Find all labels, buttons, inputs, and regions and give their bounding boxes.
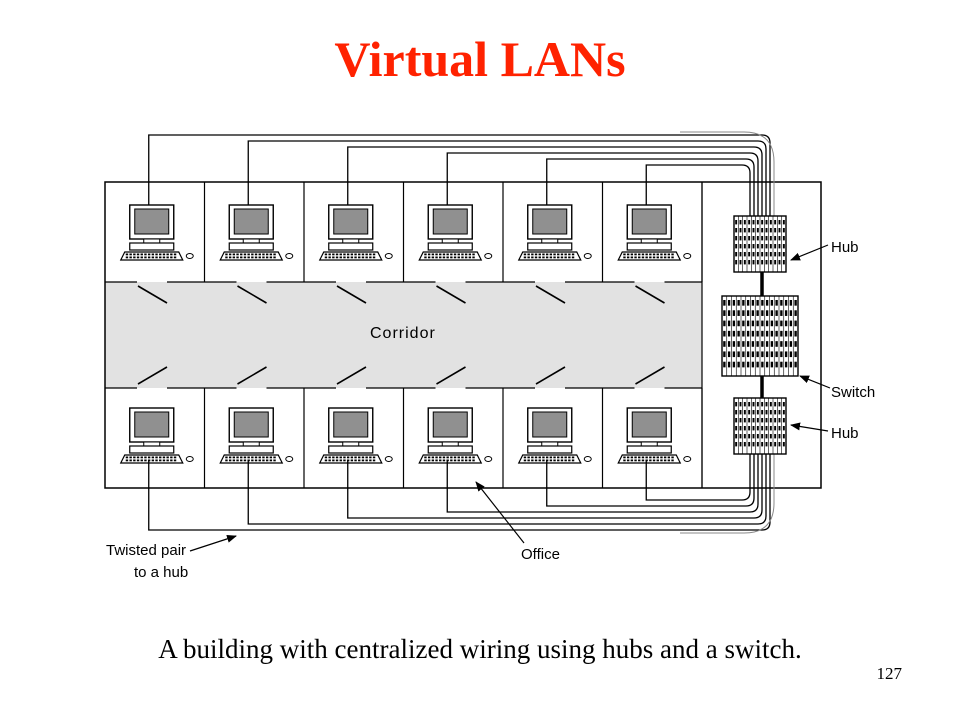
cable-top-6 — [645, 164, 751, 218]
bundle-sheath-top — [680, 131, 775, 218]
twisted-pair-arrow — [189, 534, 237, 552]
door — [635, 366, 665, 385]
hub-top — [733, 215, 787, 273]
computer-icon — [318, 407, 393, 464]
corridor-label: Corridor — [370, 325, 436, 342]
twisted-pair-cables — [148, 131, 775, 534]
computer-icon — [617, 407, 692, 464]
twisted-pair-label-line1: Twisted pair — [106, 542, 186, 559]
door — [535, 285, 566, 304]
cable-top-5 — [546, 158, 755, 218]
computer-icon — [517, 407, 592, 464]
computer-icon — [219, 204, 294, 261]
computer-icon — [119, 407, 194, 464]
cable-bottom-3 — [347, 452, 763, 519]
cable-top-2 — [247, 140, 767, 218]
slide-title: Virtual LANs — [334, 31, 626, 87]
door — [237, 285, 267, 304]
switch-device — [721, 295, 799, 377]
door — [436, 366, 466, 385]
corridor-area — [105, 282, 702, 388]
switch-label: Switch — [831, 384, 875, 401]
door — [336, 366, 367, 385]
twisted-pair-label-line2: to a hub — [134, 564, 188, 581]
hub-bottom — [733, 397, 787, 455]
slide-caption: A building with centralized wiring using… — [158, 634, 802, 664]
cable-bottom-4 — [446, 452, 759, 513]
hub-top-arrow — [790, 244, 829, 261]
cable-top-4 — [446, 152, 759, 218]
cable-bottom-2 — [247, 452, 767, 525]
office-computers — [119, 204, 692, 464]
office-rooms — [105, 182, 703, 488]
computer-icon — [119, 204, 194, 261]
cable-top-1 — [148, 134, 771, 218]
computer-icon — [318, 204, 393, 261]
building-outline — [104, 181, 822, 489]
cable-bottom-6 — [645, 452, 751, 501]
door — [137, 366, 168, 385]
door — [535, 366, 566, 385]
computer-icon — [418, 407, 493, 464]
computer-icon — [219, 407, 294, 464]
hub-top-label: Hub — [831, 239, 859, 256]
door — [635, 285, 665, 304]
cable-bottom-5 — [546, 452, 755, 507]
office-doors — [137, 285, 665, 385]
page-number: 127 — [876, 664, 903, 683]
bundle-sheath-bottom — [680, 452, 775, 534]
computer-icon — [418, 204, 493, 261]
computer-icon — [517, 204, 592, 261]
office-label: Office — [521, 546, 560, 563]
door — [436, 285, 466, 304]
hub-bottom-arrow — [790, 422, 829, 432]
cable-bottom-1 — [148, 452, 771, 531]
hub-bottom-label: Hub — [831, 425, 859, 442]
door — [137, 285, 168, 304]
computer-icon — [617, 204, 692, 261]
office-arrow — [475, 481, 525, 544]
switch-arrow — [799, 375, 831, 389]
door — [336, 285, 367, 304]
door — [237, 366, 267, 385]
cable-top-3 — [347, 146, 763, 218]
